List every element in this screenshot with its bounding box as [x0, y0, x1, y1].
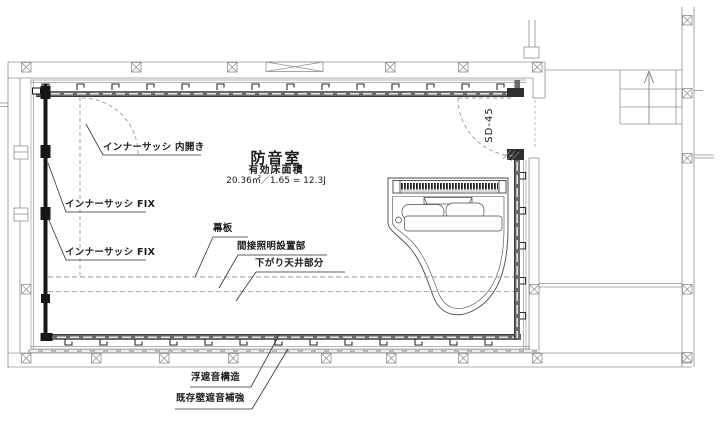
fascia-board-annotation: 幕板	[213, 223, 233, 234]
inner-sash-fix-annotation-1: インナーサッシ FIX	[65, 199, 156, 210]
existing-wall	[0, 7, 714, 368]
existing-wall-reinforcement-annotation: 既存壁遮音補強	[176, 393, 245, 404]
brace-symbol	[265, 61, 324, 72]
effective-floor-area-label: 有効床面積	[248, 165, 304, 176]
lowered-ceiling-annotation: 下がり天井部分	[255, 258, 324, 269]
floating-sound-insulation-annotation: 浮遮音構造	[191, 372, 241, 383]
indirect-lighting-annotation: 間接照明設置部	[237, 241, 306, 252]
column-markers	[21, 15, 693, 364]
door-tag-sd45: SD-45	[484, 107, 495, 143]
grand-piano	[387, 177, 509, 316]
staircase	[545, 69, 682, 125]
existing-wall-reinforcement-layer	[28, 349, 540, 353]
stair-direction-arrow	[644, 70, 654, 84]
inner-sash	[32, 84, 53, 341]
door-jambs	[502, 88, 524, 162]
floating-sound-insulation-wall	[36, 80, 527, 346]
wall-finish-lines	[30, 79, 530, 350]
leader-lines	[47, 123, 345, 410]
sd45-door-swing-arc	[457, 97, 517, 157]
inner-sash-fix-annotation-2: インナーサッシ FIX	[65, 247, 156, 258]
effective-floor-area-value: 20.36㎡／1.65 = 12.3J	[226, 175, 326, 186]
dashed-reference-lines	[48, 97, 536, 292]
piano-interior	[395, 197, 503, 232]
piano-keyboard	[392, 180, 507, 194]
room-name-label: 防音室	[250, 149, 302, 167]
inner-sash-door-annotation: インナーサッシ 内開き	[103, 142, 205, 153]
inner-sash-door-swing-arc	[81, 97, 139, 155]
